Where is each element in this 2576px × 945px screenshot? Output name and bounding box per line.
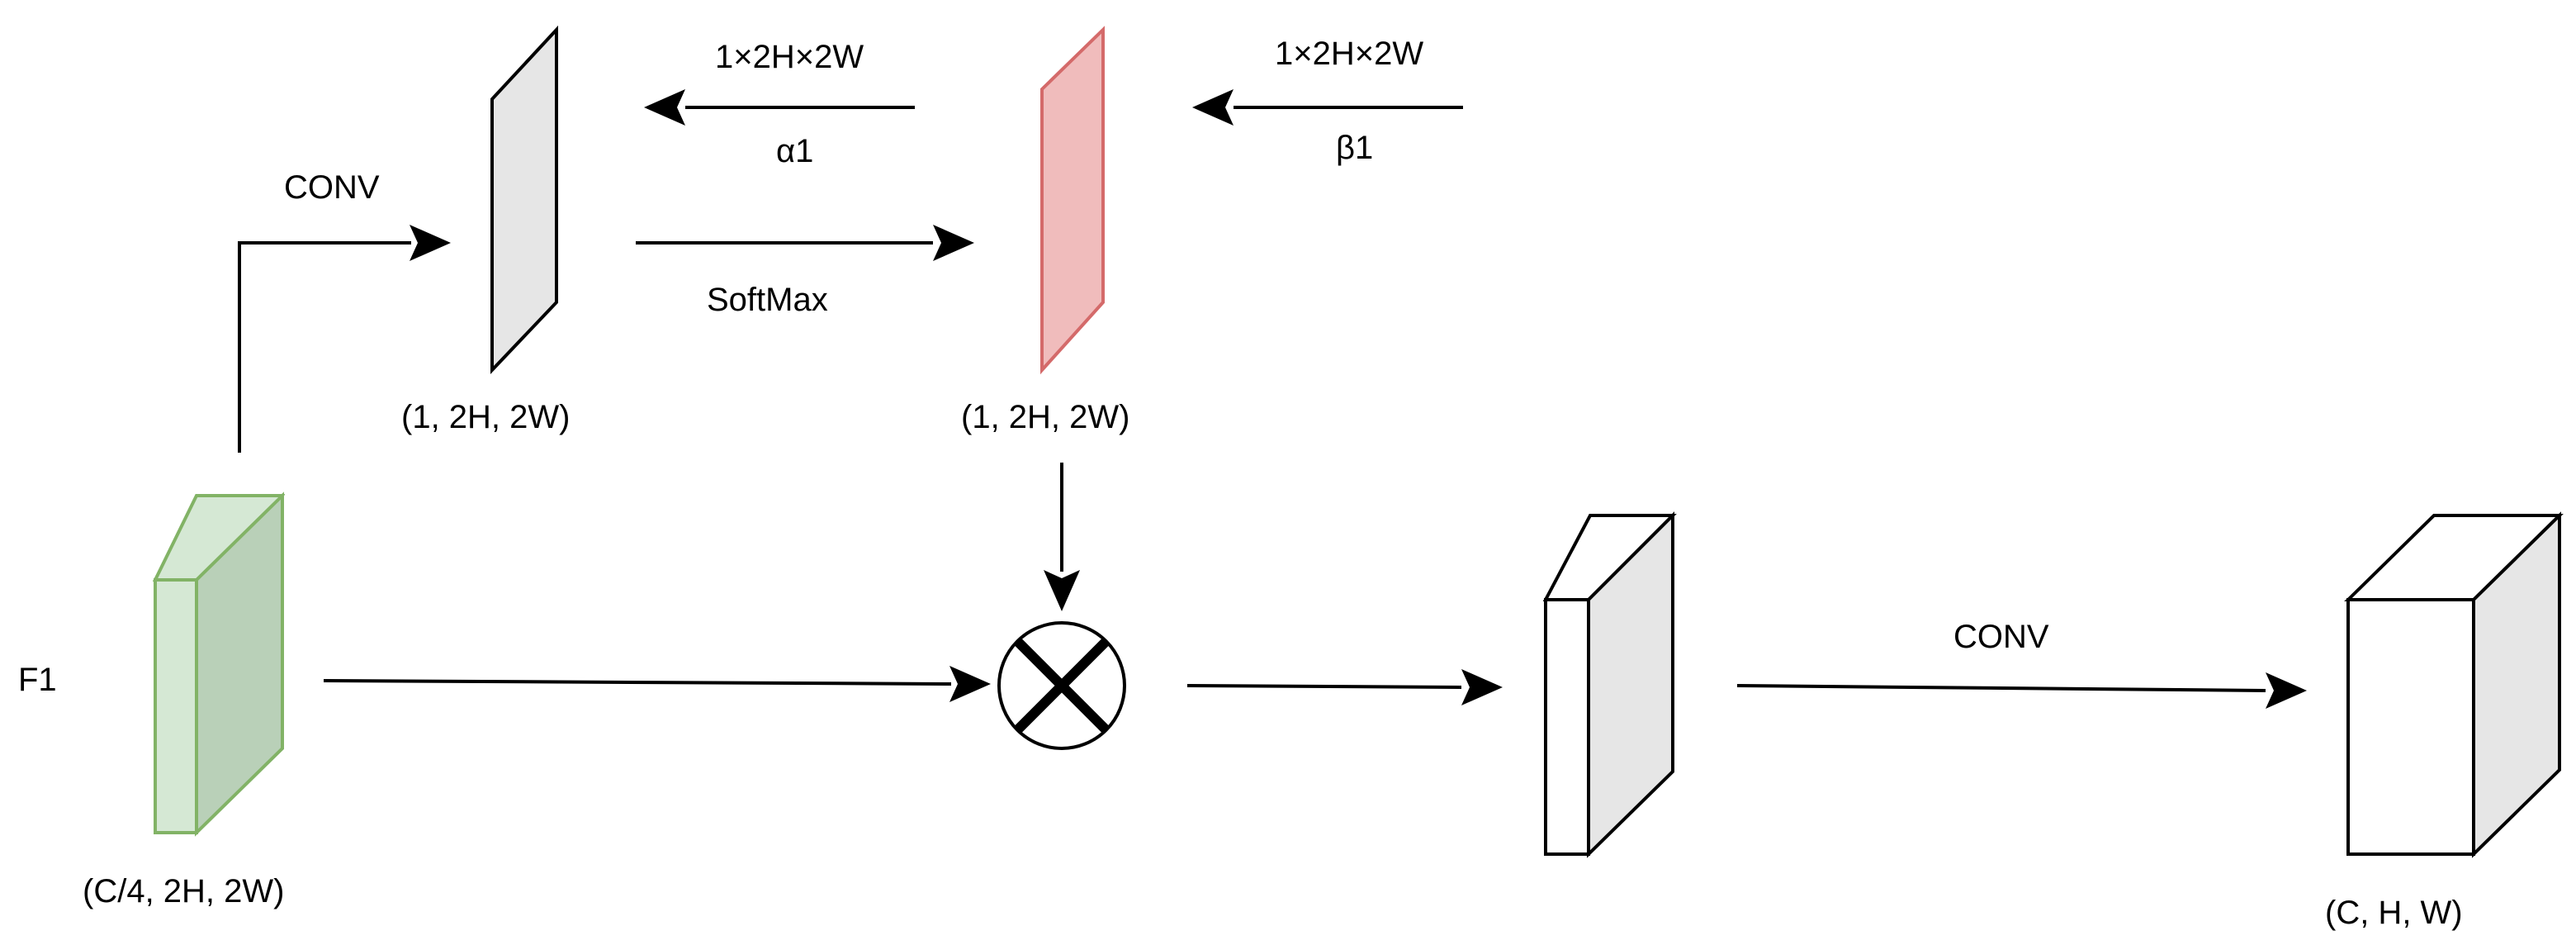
red-map-shape-label: (1, 2H, 2W) <box>961 399 1129 435</box>
weighted-block-front <box>1544 598 1590 856</box>
input-to-multiply-line <box>323 679 952 686</box>
alpha-dim-label: 1×2H×2W <box>715 39 864 75</box>
attention-down-arrowhead <box>1044 570 1080 611</box>
circle-times-icon <box>997 621 1126 750</box>
gray-map-shape-label: (1, 2H, 2W) <box>401 399 570 435</box>
conv-bottom-label: CONV <box>1953 619 2049 655</box>
red-attention-map <box>1040 26 1105 375</box>
softmax-arrowhead <box>933 225 974 261</box>
output-feature-block <box>2344 511 2564 858</box>
softmax-label: SoftMax <box>707 282 828 318</box>
conv-top-arrow-line <box>238 241 411 453</box>
conv-top-arrowhead <box>410 225 451 261</box>
output-block-front <box>2346 598 2475 856</box>
input-block-front <box>154 578 198 834</box>
alpha-arrowhead <box>644 89 685 126</box>
input-name-label: F1 <box>18 662 57 698</box>
beta-label: β1 <box>1336 130 1373 166</box>
conv-bottom-arrow-line <box>1736 684 2266 692</box>
beta-arrowhead <box>1192 89 1234 126</box>
weighted-feature-block <box>1542 511 1677 858</box>
input-shape-label: (C/4, 2H, 2W) <box>83 873 284 909</box>
beta-dim-label: 1×2H×2W <box>1275 36 1423 72</box>
alpha-label: α1 <box>776 133 813 169</box>
input-to-multiply-arrowhead <box>949 666 991 702</box>
input-feature-block <box>152 491 286 837</box>
multiply-to-block-line <box>1186 684 1462 689</box>
conv-top-label: CONV <box>284 169 380 206</box>
output-shape-label: (C, H, W) <box>2325 895 2463 931</box>
multiply-to-block-arrowhead <box>1461 669 1503 705</box>
conv-bottom-arrowhead <box>2266 672 2307 709</box>
gray-attention-map <box>490 25 558 375</box>
